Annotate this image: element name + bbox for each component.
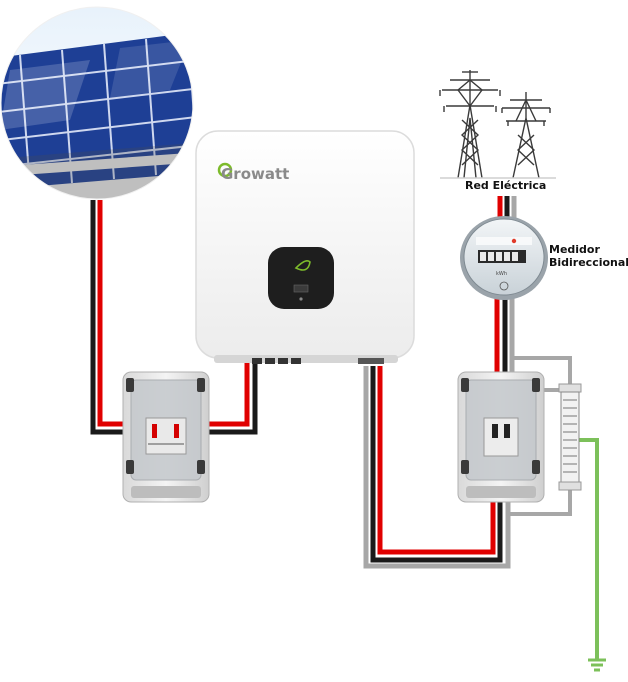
inverter: Growatt: [195, 130, 415, 364]
meter-label-line1: Medidor: [549, 243, 600, 256]
brand-text: Growatt: [221, 165, 289, 183]
bidirectional-meter: kWh: [460, 216, 548, 300]
meter-label-line2: Bidireccional: [549, 256, 628, 269]
inverter-display: [268, 247, 334, 309]
grid-label: Red Eléctrica: [465, 179, 547, 192]
growatt-logo: Growatt: [217, 162, 289, 183]
dc-wire-red-1: [97, 200, 124, 427]
inverter-connectors: [252, 358, 384, 364]
meter-label: Medidor Bidireccional: [549, 243, 628, 269]
neutral-wire-top: [512, 356, 572, 386]
ac-breaker-box: [457, 371, 545, 503]
ground-icon: [588, 658, 606, 672]
terminal-bar: [558, 383, 582, 491]
earth-wire-green: [575, 438, 599, 660]
wiring: [90, 196, 599, 660]
leaf-icon: [294, 260, 311, 271]
dc-wire-red-2: [207, 362, 250, 427]
ac-wire-gray: [363, 366, 511, 569]
transmission-tower-icon: [439, 70, 556, 179]
dc-breaker-box: [122, 371, 210, 503]
meter-face-text: kWh: [496, 271, 507, 277]
neutral-wire-bottom: [510, 486, 572, 516]
dc-wire-black-2: [207, 362, 258, 435]
ac-wire-red: [377, 366, 496, 555]
dc-wire-black-1: [90, 200, 124, 435]
ac-wire-black: [370, 366, 503, 563]
